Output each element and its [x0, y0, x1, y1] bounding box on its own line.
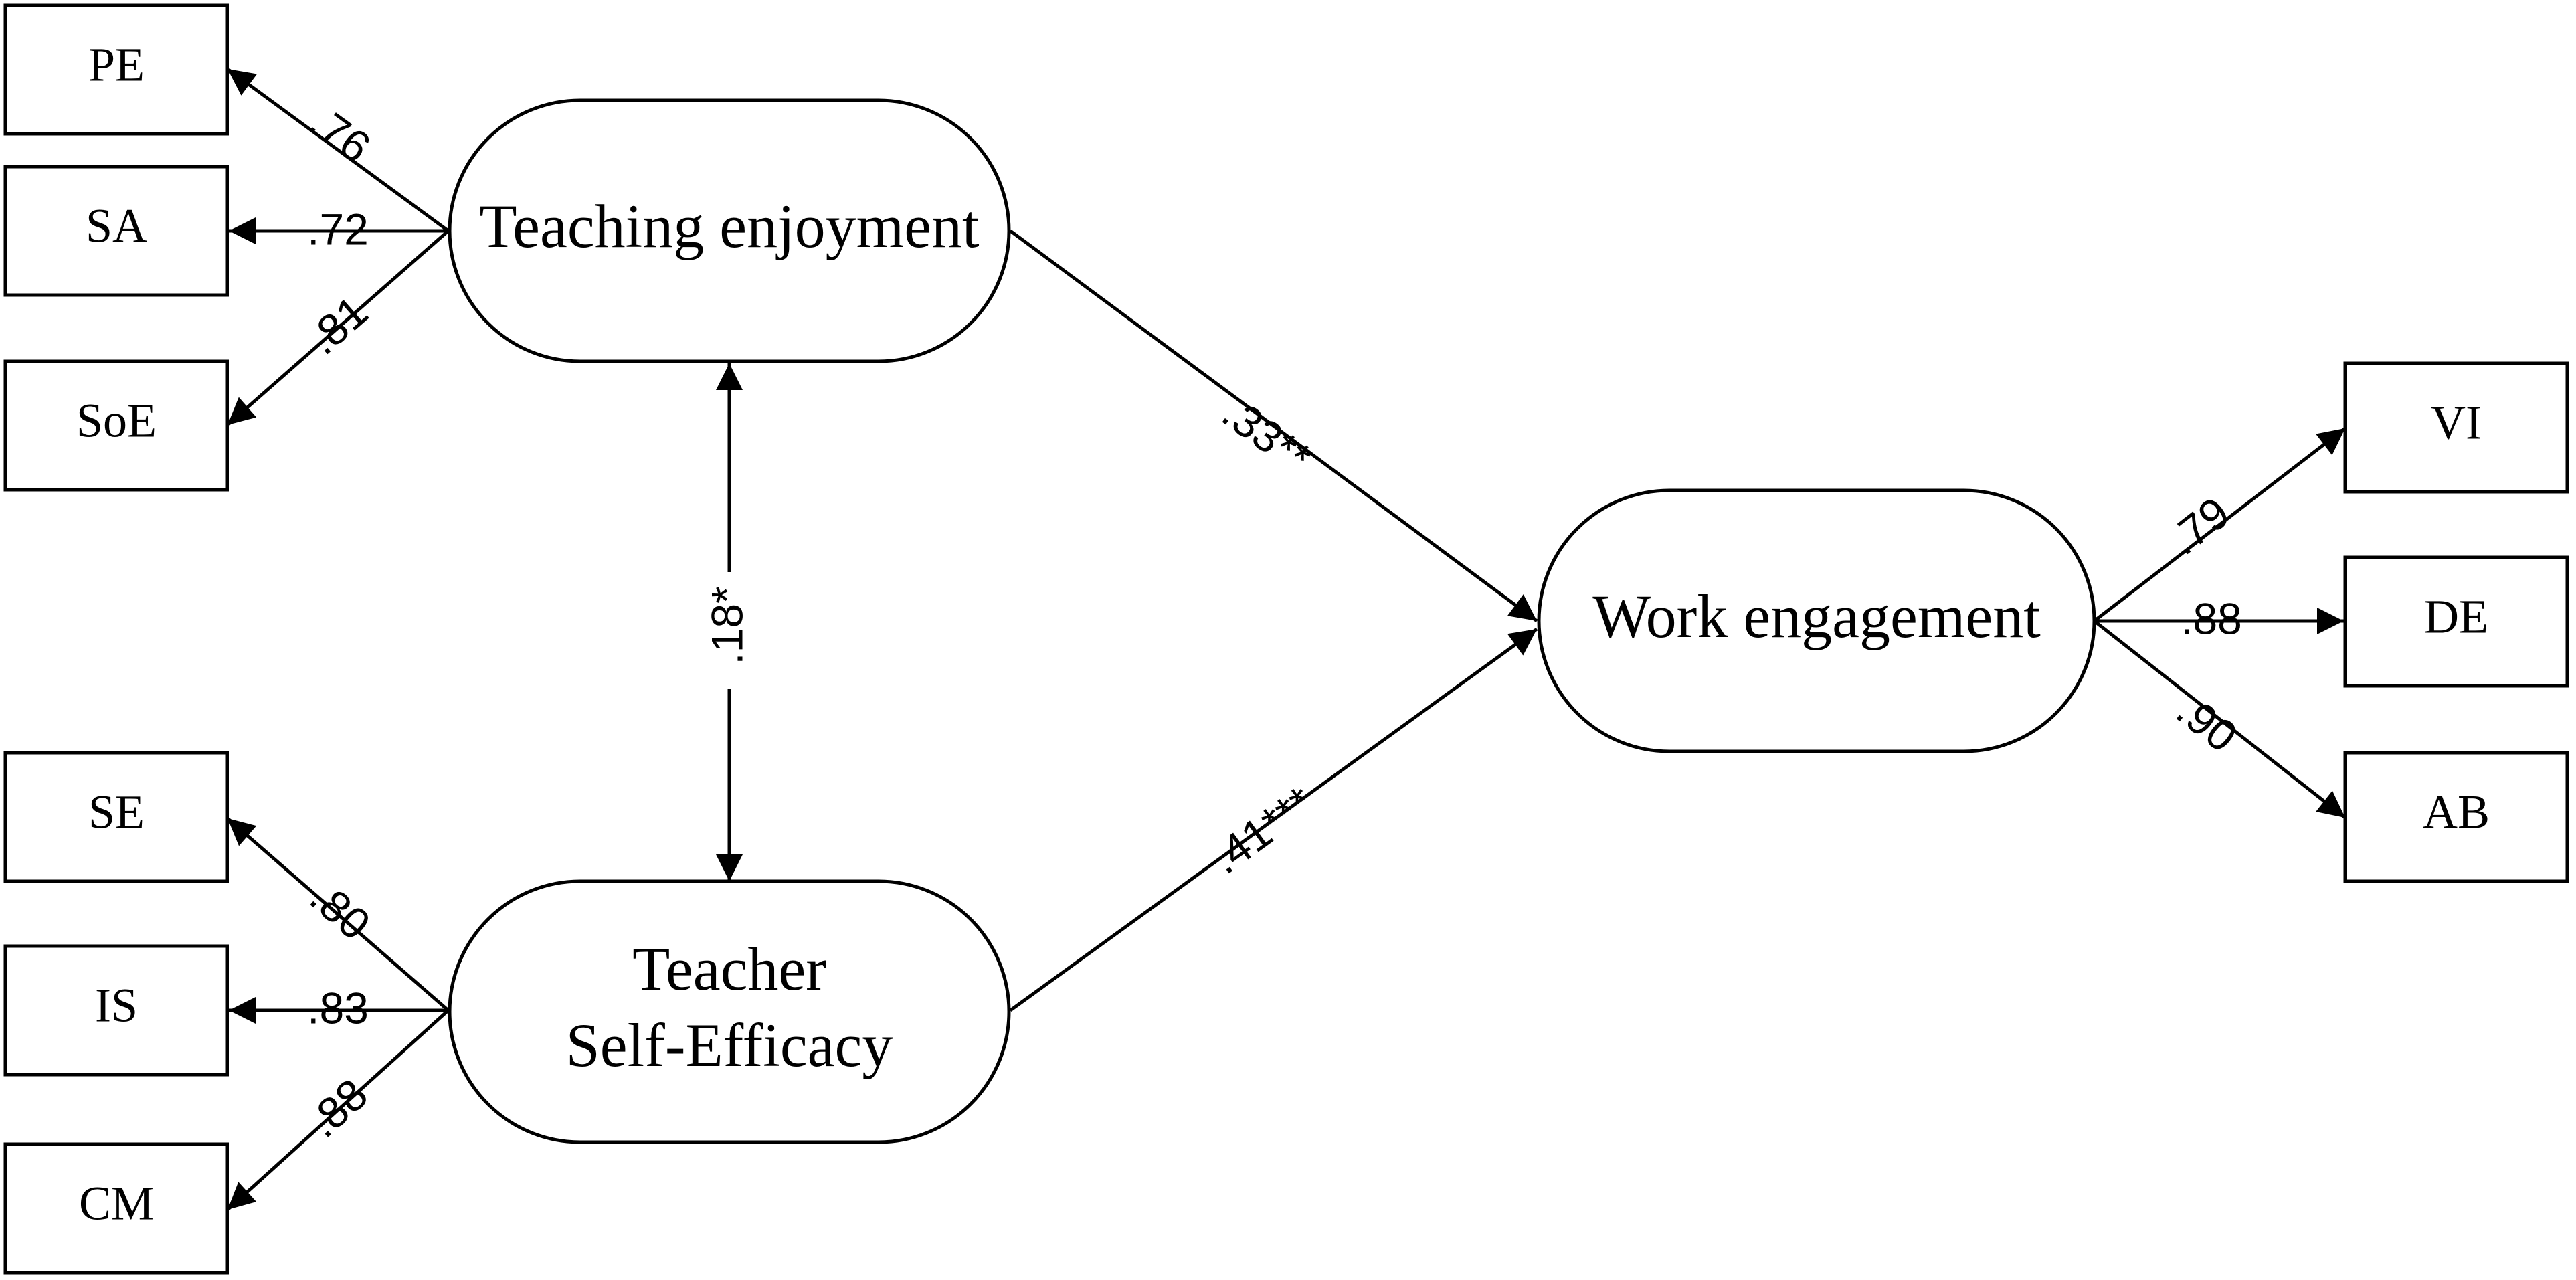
- loading-de: .88: [2181, 593, 2242, 643]
- covariance-coef: .18*: [702, 586, 751, 664]
- loading-arrow-ab: [2093, 620, 2347, 819]
- latent-teaching-enjoyment-label: Teaching enjoyment: [479, 192, 980, 260]
- loading-arrow-vi: [2093, 427, 2347, 622]
- path-efficacy-to-engagement: [1009, 627, 1538, 1012]
- covariance-label-bg: [709, 572, 749, 689]
- indicator-vi: VI: [2343, 361, 2569, 494]
- indicator-cm: CM: [3, 1142, 229, 1275]
- indicator-pe-label: PE: [88, 38, 145, 92]
- loading-arrow-pe: [226, 67, 450, 233]
- loading-se: .80: [301, 872, 380, 949]
- loading-arrow-soe: [226, 230, 450, 426]
- latent-work-engagement-label: Work engagement: [1592, 582, 2041, 650]
- indicator-pe: PE: [3, 3, 229, 136]
- latent-teacher-self-efficacy: Teacher Self-Efficacy: [448, 879, 1011, 1144]
- indicator-ab-label: AB: [2423, 786, 2490, 839]
- loading-pe: .76: [300, 96, 379, 173]
- indicator-se-label: SE: [88, 786, 145, 839]
- loading-ab: .90: [2167, 684, 2246, 761]
- latent-teacher-self-efficacy-label-line2: Self-Efficacy: [566, 1011, 893, 1079]
- indicator-de: DE: [2343, 555, 2569, 688]
- indicator-cm-label: CM: [79, 1177, 154, 1230]
- indicator-ab: AB: [2343, 751, 2569, 883]
- path-coef-enjoyment-engagement: .33**: [1214, 387, 1320, 484]
- indicator-de-label: DE: [2424, 590, 2488, 644]
- indicator-se: SE: [3, 751, 229, 883]
- loading-arrow-se: [226, 817, 450, 1012]
- indicator-sa-label: SA: [86, 199, 147, 253]
- indicator-vi-label: VI: [2431, 396, 2482, 450]
- loading-is: .83: [307, 983, 369, 1032]
- path-enjoyment-to-engagement: [1009, 229, 1538, 623]
- indicator-is-label: IS: [95, 979, 138, 1032]
- indicator-soe: SoE: [3, 359, 229, 492]
- loading-vi: .79: [2160, 487, 2239, 564]
- path-coef-efficacy-engagement: .41***: [1202, 777, 1323, 883]
- latent-work-engagement: Work engagement: [1537, 488, 2096, 753]
- loading-sa: .72: [307, 204, 369, 254]
- latent-teacher-self-efficacy-label-line1: Teacher: [632, 935, 826, 1003]
- indicator-soe-label: SoE: [76, 394, 157, 448]
- latent-teaching-enjoyment: Teaching enjoyment: [448, 98, 1011, 363]
- indicator-is: IS: [3, 944, 229, 1077]
- loading-arrow-cm: [226, 1009, 450, 1211]
- indicator-sa: SA: [3, 165, 229, 297]
